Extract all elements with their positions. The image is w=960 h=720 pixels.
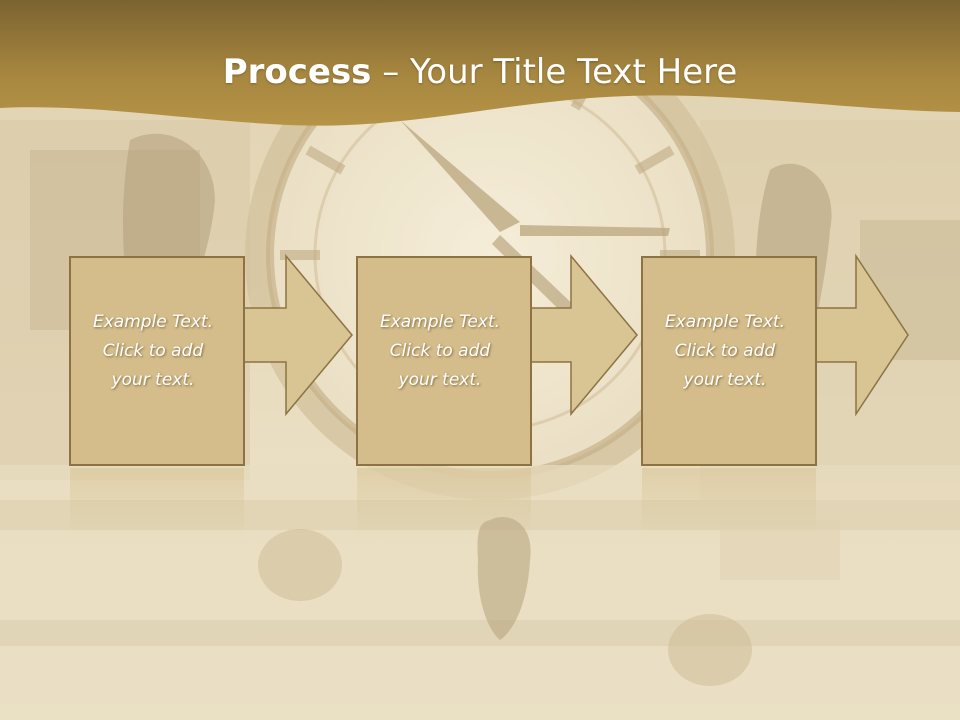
step-line: Example Text. [664,312,786,332]
title-rest: – Your Title Text Here [371,52,738,92]
step-line: your text. [398,370,482,390]
step-line: your text. [111,370,195,390]
process-step[interactable]: Example Text. Click to add your text. [630,253,909,466]
header-band [0,0,960,126]
step-line: Example Text. [379,312,501,332]
slide-title[interactable]: Process – Your Title Text Here [0,52,960,92]
step-shape [69,253,353,466]
step-text[interactable]: Example Text. Click to add your text. [58,308,248,395]
step-text[interactable]: Example Text. Click to add your text. [630,308,820,395]
step-line: your text. [683,370,767,390]
process-step[interactable]: Example Text. Click to add your text. [345,253,638,466]
title-bold: Process [222,52,372,92]
step-reflection [70,468,244,538]
step-reflection [357,468,531,538]
step-shape [641,253,909,466]
step-reflection [642,468,816,538]
step-text[interactable]: Example Text. Click to add your text. [345,308,535,395]
step-line: Example Text. [92,312,214,332]
step-line: Click to add [389,341,491,361]
step-shape [356,253,638,466]
process-step[interactable]: Example Text. Click to add your text. [58,253,353,466]
step-line: Click to add [674,341,776,361]
step-line: Click to add [102,341,204,361]
